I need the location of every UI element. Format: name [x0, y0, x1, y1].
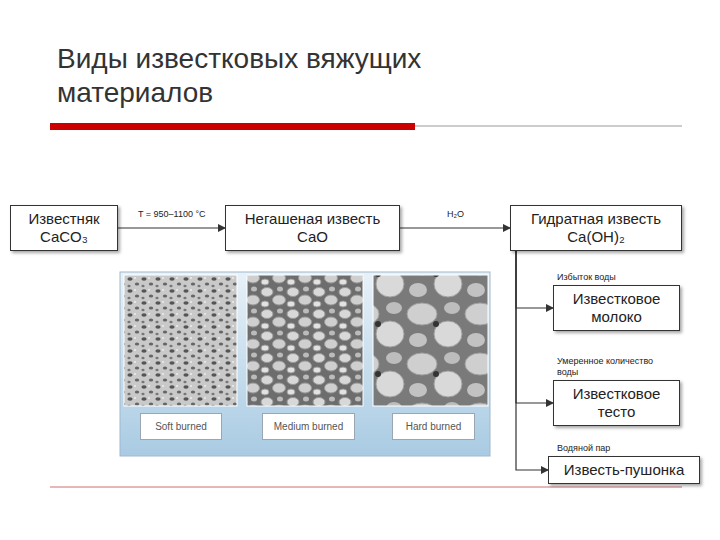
box-text: Известковое молоко: [562, 290, 671, 326]
process-box: Известняк CaCO₃: [10, 205, 118, 251]
box-text: Известняк CaCO₃: [19, 210, 109, 246]
photo-caption: Soft burned: [140, 413, 222, 440]
edge-label: Водяной пар: [556, 443, 611, 454]
arrow-connector: [516, 251, 548, 470]
photo-caption: Hard burned: [392, 413, 475, 440]
arrow-connector: [118, 227, 225, 228]
process-box: Известь-пушонка: [548, 456, 700, 484]
process-box: Известковое молоко: [553, 285, 680, 331]
edge-label: H₂O: [446, 209, 465, 220]
process-box: Гидратная известь Ca(OH)₂: [510, 205, 682, 251]
photo-caption: Medium burned: [262, 413, 355, 440]
box-text: Гидратная известь Ca(OH)₂: [519, 210, 673, 246]
arrow-connector: [516, 251, 553, 308]
process-box: Известковое тесто: [553, 380, 680, 426]
edge-label: Избыток воды: [556, 272, 617, 283]
arrow-connector: [400, 227, 510, 228]
box-text: Негашеная известь CaO: [234, 210, 391, 246]
edge-label: Умеренное количество воды: [556, 356, 670, 378]
edge-label: T = 950–1100 °C: [137, 209, 207, 220]
box-text: Известковое тесто: [562, 385, 671, 421]
box-text: Известь-пушонка: [557, 461, 691, 479]
slide-title: Виды известковых вяжущих материалов: [57, 42, 537, 110]
arrow-connector: [516, 251, 553, 403]
process-box: Негашеная известь CaO: [225, 205, 400, 251]
